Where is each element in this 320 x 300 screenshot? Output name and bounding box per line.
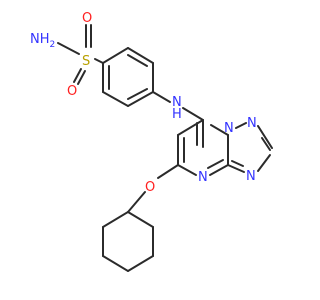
bond-benz-inner-1 <box>127 54 148 67</box>
bond-pyr-4 <box>177 164 197 176</box>
bond-tri-1 <box>235 122 247 129</box>
bond-cy-4 <box>102 255 129 272</box>
atom-labels: NH2 S O O N H N N N N O <box>30 11 257 195</box>
bond-tri-4b <box>231 160 244 167</box>
bond-s-o-low <box>73 68 82 83</box>
atom-n-pyr: N <box>198 170 208 185</box>
bond-pyr-2 <box>177 119 204 136</box>
bond-c-o-ether <box>157 164 179 179</box>
atom-o-ether: O <box>145 180 155 195</box>
atom-o-top: O <box>82 11 92 26</box>
bond-tri-3 <box>257 154 271 172</box>
atom-nh-h: H <box>172 107 182 122</box>
bond-benz-5 <box>102 91 129 107</box>
bond-n-s <box>57 42 80 55</box>
bond-nh-c7 <box>182 107 204 121</box>
bond-benz-inner-2 <box>127 88 148 100</box>
bond-tri-2b <box>261 137 271 151</box>
bond-pyr-5 <box>209 164 229 176</box>
atom-o-low: O <box>67 84 77 99</box>
bonds <box>57 24 273 272</box>
bond-cy-3 <box>127 255 154 272</box>
bond-tri-2 <box>257 125 273 149</box>
bond-o-cyclohexyl <box>127 191 146 213</box>
bond-pyr-5b <box>207 159 224 169</box>
molecule-diagram: NH2 S O O N H N N N N O <box>30 11 273 272</box>
bond-s-ring <box>94 58 104 64</box>
atom-n-bridge: N <box>224 121 234 136</box>
bond-cy-1 <box>127 211 154 228</box>
atom-nh2: NH2 <box>30 32 55 50</box>
bond-benz-4 <box>127 91 154 107</box>
bond-benz-2 <box>127 47 154 64</box>
bond-pyr-7 <box>210 124 229 136</box>
atom-nh: N <box>172 95 182 110</box>
bond-ring-nh <box>152 91 171 103</box>
atom-s: S <box>82 54 90 69</box>
bond-s-o-low-2 <box>77 70 86 85</box>
atom-n-tri-right: N <box>246 169 256 184</box>
bond-cy-6 <box>102 211 129 228</box>
bond-tri-4 <box>227 164 245 173</box>
bond-benz-1 <box>102 47 129 64</box>
atom-n-tri-top: N <box>247 116 257 131</box>
